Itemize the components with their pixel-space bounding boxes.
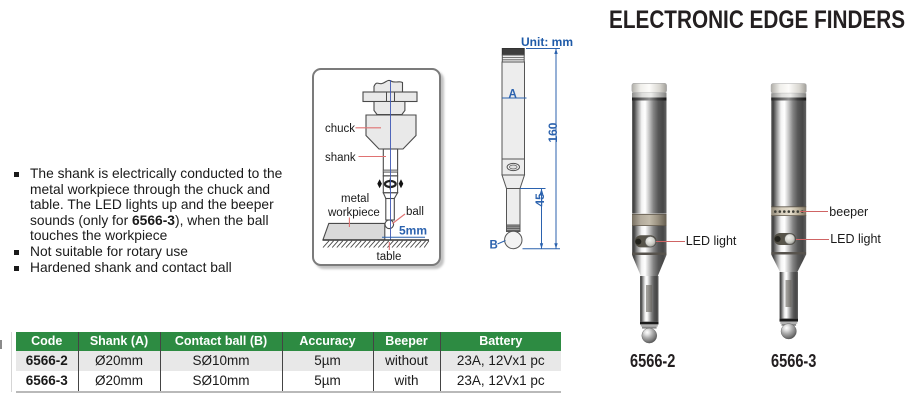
svg-text:5mm: 5mm [399, 224, 427, 238]
svg-text:160: 160 [546, 122, 560, 142]
svg-text:A: A [509, 89, 517, 101]
svg-text:chuck: chuck [325, 123, 355, 135]
svg-text:shank: shank [325, 152, 356, 164]
svg-text:ball: ball [406, 206, 424, 218]
svg-text:metal: metal [341, 193, 369, 205]
svg-text:B: B [490, 240, 498, 252]
svg-text:table: table [377, 251, 402, 263]
svg-text:45: 45 [533, 193, 547, 207]
svg-text:workpiece: workpiece [327, 207, 380, 219]
